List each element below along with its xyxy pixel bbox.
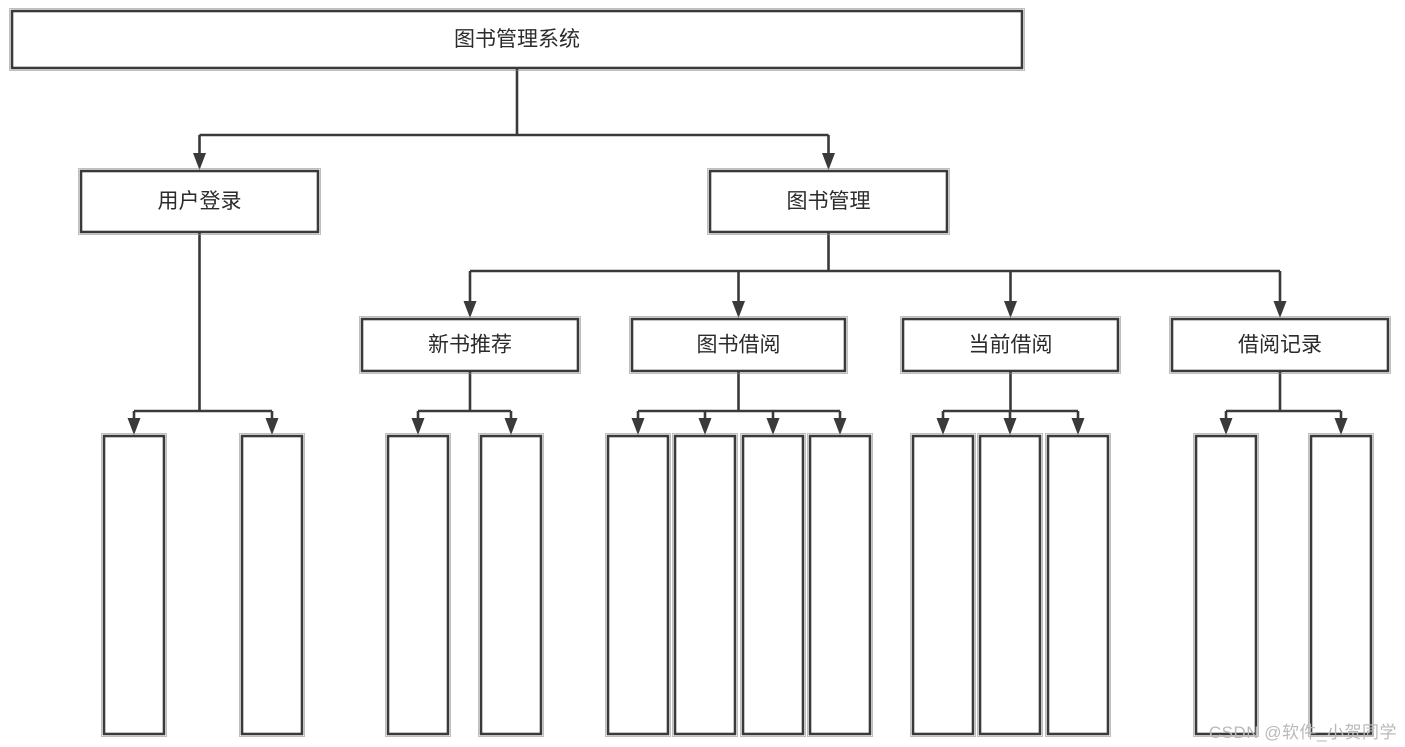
node-box-shadow [977, 433, 1043, 737]
node-leaf-add-book[interactable]: 新增图书（管理员） [672, 433, 738, 737]
node-box-shadow [629, 316, 848, 374]
node-box [10, 9, 1024, 70]
node-leaf-borrow-book[interactable]: 借阅图书 [807, 433, 873, 737]
arrow-head-icon [822, 153, 835, 170]
node-record[interactable]: 借阅记录 [1169, 316, 1391, 374]
node-box-shadow [1045, 433, 1111, 737]
arrow-head-icon [411, 418, 425, 435]
node-box-shadow [605, 433, 671, 737]
node-label: 当前借阅 [969, 334, 1053, 357]
node-leaf-edit-book[interactable]: 编辑图书（管理员） [740, 433, 806, 737]
connector-layer [127, 68, 1348, 435]
node-box [1194, 434, 1258, 736]
arrow-head-icon [1219, 418, 1233, 435]
arrow-head-icon [936, 418, 950, 435]
node-box [1046, 434, 1110, 736]
node-box-shadow [385, 433, 451, 737]
node-box [673, 434, 737, 736]
node-leaf-borrow-new[interactable]: 借阅图书 [478, 433, 544, 737]
node-box [360, 317, 580, 373]
node-current[interactable]: 当前借阅 [900, 316, 1121, 374]
node-leaf-query-record[interactable]: 查询借阅记录 [1308, 433, 1374, 737]
arrow-head-icon [631, 418, 645, 435]
node-box [606, 434, 670, 736]
arrow-head-icon [265, 418, 279, 435]
arrow-head-icon [766, 418, 780, 435]
node-label: 用户登录 [158, 190, 242, 213]
node-box [79, 169, 320, 234]
node-leaf-query-book[interactable]: 查询图书 [605, 433, 671, 737]
node-leaf-query-new[interactable]: 查询图书 [385, 433, 451, 737]
node-borrow[interactable]: 图书借阅 [629, 316, 848, 374]
node-box-shadow [740, 433, 806, 737]
node-box [240, 434, 304, 736]
node-box [386, 434, 450, 736]
arrow-head-icon [732, 301, 745, 318]
node-box-shadow [78, 168, 321, 235]
arrow-head-icon [1071, 418, 1085, 435]
node-leaf-query-cur[interactable]: 查询图书 [910, 433, 976, 737]
node-box-shadow [239, 433, 305, 737]
arrow-head-icon [833, 418, 847, 435]
arrow-head-icon [193, 153, 206, 170]
arrow-head-icon [1273, 301, 1287, 318]
node-layer: 图书管理系统用户登录图书管理新书推荐图书借阅当前借阅借阅记录用户登录注销登录查询… [9, 8, 1391, 737]
arrow-head-icon [504, 418, 518, 435]
node-label: 新书推荐 [428, 334, 512, 357]
node-box [102, 434, 166, 736]
node-leaf-logout[interactable]: 注销登录 [239, 433, 305, 737]
node-box-shadow [478, 433, 544, 737]
node-box [741, 434, 805, 736]
node-newbook[interactable]: 新书推荐 [359, 316, 581, 374]
node-box [1170, 317, 1390, 373]
node-box-shadow [707, 168, 950, 235]
node-box-shadow [9, 8, 1025, 71]
node-box-shadow [807, 433, 873, 737]
watermark-label: CSDN @软件_小贺同学 [1208, 723, 1397, 742]
node-leaf-confirm-return[interactable]: 确认归还（管理员） [1045, 433, 1111, 737]
node-box-shadow [1169, 316, 1391, 374]
node-box-shadow [1308, 433, 1374, 737]
node-box-shadow [672, 433, 738, 737]
node-box [630, 317, 847, 373]
node-box-shadow [359, 316, 581, 374]
arrow-head-icon [698, 418, 712, 435]
arrow-head-icon [463, 301, 477, 318]
node-box-shadow [910, 433, 976, 737]
node-login[interactable]: 用户登录 [78, 168, 321, 235]
arrow-head-icon [127, 418, 141, 435]
node-label: 借阅记录 [1238, 334, 1322, 357]
node-box-shadow [101, 433, 167, 737]
node-box [978, 434, 1042, 736]
node-box [808, 434, 872, 736]
node-bookmgmt[interactable]: 图书管理 [707, 168, 950, 235]
node-leaf-add-record[interactable]: 新增借阅记录 [1193, 433, 1259, 737]
node-label: 图书管理 [787, 190, 871, 213]
node-root[interactable]: 图书管理系统 [9, 8, 1025, 71]
node-box-shadow [1193, 433, 1259, 737]
arrow-head-icon [1004, 301, 1017, 318]
node-box-shadow [900, 316, 1121, 374]
node-box [708, 169, 949, 234]
node-box [901, 317, 1120, 373]
node-box [911, 434, 975, 736]
node-box [1309, 434, 1373, 736]
node-label: 图书管理系统 [454, 28, 580, 51]
node-box [479, 434, 543, 736]
node-label: 图书借阅 [697, 334, 781, 357]
arrow-head-icon [1334, 418, 1348, 435]
node-leaf-user-login[interactable]: 用户登录 [101, 433, 167, 737]
node-leaf-return-book[interactable]: 归还图书 [977, 433, 1043, 737]
arrow-head-icon [1003, 418, 1017, 435]
